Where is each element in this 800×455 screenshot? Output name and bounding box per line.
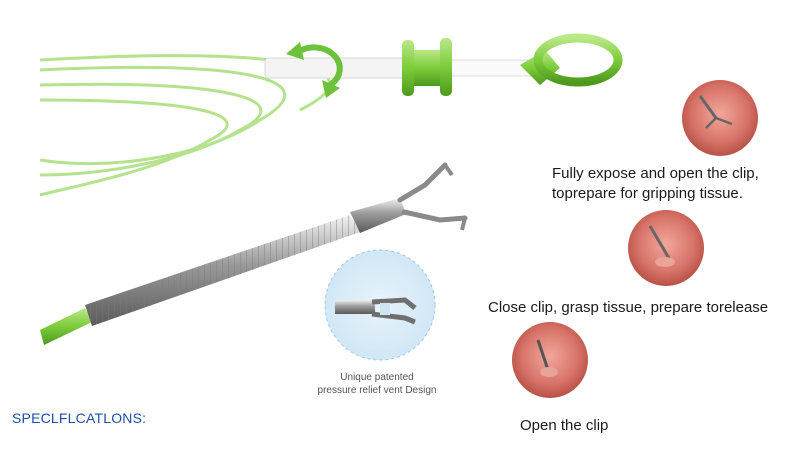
specifications-label: SPECLFLCATLONS: — [12, 410, 147, 426]
clip-shaft — [40, 162, 468, 345]
step-image-1 — [682, 80, 758, 156]
vent-detail-bubble — [324, 249, 436, 361]
step-3-line1: Open the clip — [520, 417, 609, 434]
vent-caption-line1: Unique patented — [340, 372, 414, 383]
handle-assembly — [264, 33, 623, 98]
step-image-2 — [628, 210, 704, 286]
step-2-caption: Close clip, grasp tissue, prepare torele… — [488, 298, 768, 318]
step-1-caption: Fully expose and open the clip, toprepar… — [552, 164, 759, 204]
vent-caption: Unique patented pressure relief vent Des… — [292, 371, 462, 397]
step-1-line2: toprepare for gripping tissue. — [552, 185, 743, 202]
vent-caption-line2: pressure relief vent Design — [317, 385, 437, 396]
step-3-caption: Open the clip — [520, 416, 608, 436]
step-2-line1: Close clip, grasp tissue, prepare torele… — [488, 299, 769, 316]
step-1-line1: Fully expose and open the clip, — [552, 165, 759, 182]
step-image-3 — [512, 322, 588, 398]
